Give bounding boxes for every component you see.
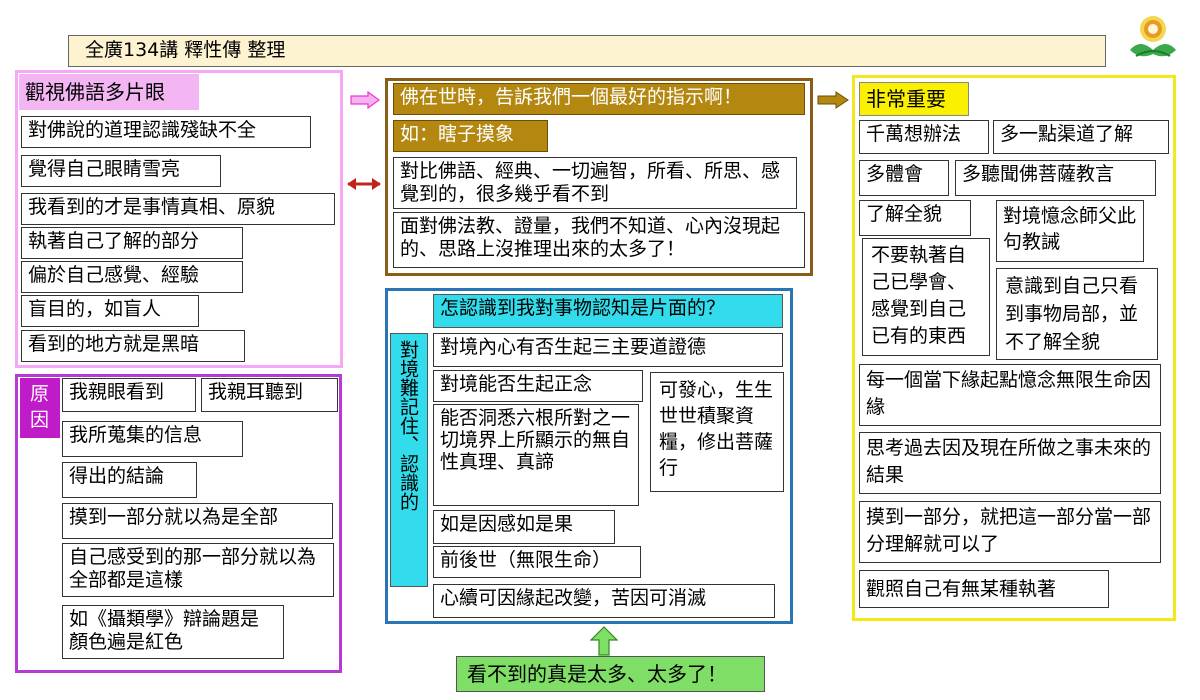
cause-item-1: 我親眼看到	[62, 378, 196, 412]
cause-item-2: 我親耳聽到	[201, 378, 338, 412]
right-panel	[852, 75, 1176, 621]
middle-top-item-1: 對比佛語、經典、一切遍智，所看、所思、感覺到的，很多幾乎看不到	[393, 157, 797, 209]
middle-question: 怎認識到我對事物認知是片面的？	[433, 294, 783, 328]
middle-panel	[385, 288, 793, 624]
left-item-6: 盲目的，如盲人	[21, 295, 199, 327]
left-item-7: 看到的地方就是黑暗	[21, 330, 245, 362]
cause-item-4: 得出的結論	[62, 462, 197, 498]
cause-label: 原因	[20, 378, 60, 438]
middle-top-heading: 佛在世時，告訴我們一個最好的指示啊！	[393, 83, 805, 115]
middle-side-label: 對境難記住、認識的	[390, 333, 428, 587]
double-arrow-icon	[346, 176, 382, 192]
middle-top-item-2: 面對佛法教、證量，我們不知道、心內沒現起的、思路上沒推理出來的太多了！	[393, 212, 805, 268]
right-item-7: 不要執著自己已學會、感覺到自己已有的東西	[862, 238, 990, 356]
middle-top-panel	[385, 78, 813, 276]
middle-item-3: 能否洞悉六根所對之一切境界上所顯示的無自性真理、真諦	[433, 404, 639, 506]
up-arrow-icon	[589, 626, 619, 656]
left-panel	[15, 70, 343, 368]
middle-top-example: 如：瞎子摸象	[393, 120, 548, 152]
left-item-1: 對佛說的道理認識殘缺不全	[21, 116, 311, 148]
cause-panel	[15, 374, 342, 673]
right-item-2: 多一點渠道了解	[993, 120, 1169, 154]
lotus-logo-icon	[1122, 10, 1184, 65]
left-item-5: 偏於自己感覺、經驗	[21, 261, 243, 293]
middle-item-5: 前後世（無限生命）	[433, 546, 641, 578]
right-heading: 非常重要	[859, 82, 969, 116]
left-item-2: 覺得自己眼睛雪亮	[21, 155, 221, 187]
right-item-8: 意識到自己只看到事物局部，並不了解全貌	[996, 268, 1158, 360]
cause-item-7: 如《攝類學》辯論題是顏色遍是紅色	[62, 605, 284, 659]
left-heading: 觀視佛語多片眼	[19, 74, 199, 110]
left-item-3: 我看到的才是事情真相、原貌	[21, 193, 335, 225]
right-item-4: 多聽聞佛菩薩教言	[955, 160, 1156, 196]
cause-item-3: 我所蒐集的信息	[62, 421, 243, 457]
middle-item-2: 對境能否生起正念	[433, 370, 643, 402]
right-item-6: 對境憶念師父此句教誡	[996, 200, 1144, 262]
right-item-10: 思考過去因及現在所做之事未來的結果	[859, 432, 1161, 494]
middle-item-1: 對境內心有否生起三主要道證德	[433, 333, 783, 367]
right-item-11: 摸到一部分，就把這一部分當一部分理解就可以了	[859, 501, 1161, 563]
right-item-5: 了解全貌	[859, 200, 971, 236]
middle-item-6: 心續可因緣起改變，苦因可消滅	[433, 584, 775, 618]
right-arrow-icon	[817, 91, 849, 109]
right-arrow-icon	[350, 90, 381, 110]
page-title: 全廣134講 釋性傳 整理	[68, 35, 1106, 67]
right-item-12: 觀照自己有無某種執著	[859, 570, 1109, 608]
middle-item-4: 如是因感如是果	[433, 510, 615, 544]
right-item-9: 每一個當下緣起點憶念無限生命因緣	[859, 364, 1161, 426]
right-item-1: 千萬想辦法	[859, 120, 989, 154]
bottom-conclusion: 看不到的真是太多、太多了！	[456, 656, 765, 692]
middle-side-note: 可發心，生生世世積聚資糧，修出菩薩行	[650, 372, 784, 492]
left-item-4: 執著自己了解的部分	[21, 227, 243, 259]
cause-item-5: 摸到一部分就以為是全部	[62, 503, 333, 539]
right-item-3: 多體會	[859, 160, 949, 196]
cause-item-6: 自己感受到的那一部分就以為全部都是這樣	[62, 543, 334, 597]
